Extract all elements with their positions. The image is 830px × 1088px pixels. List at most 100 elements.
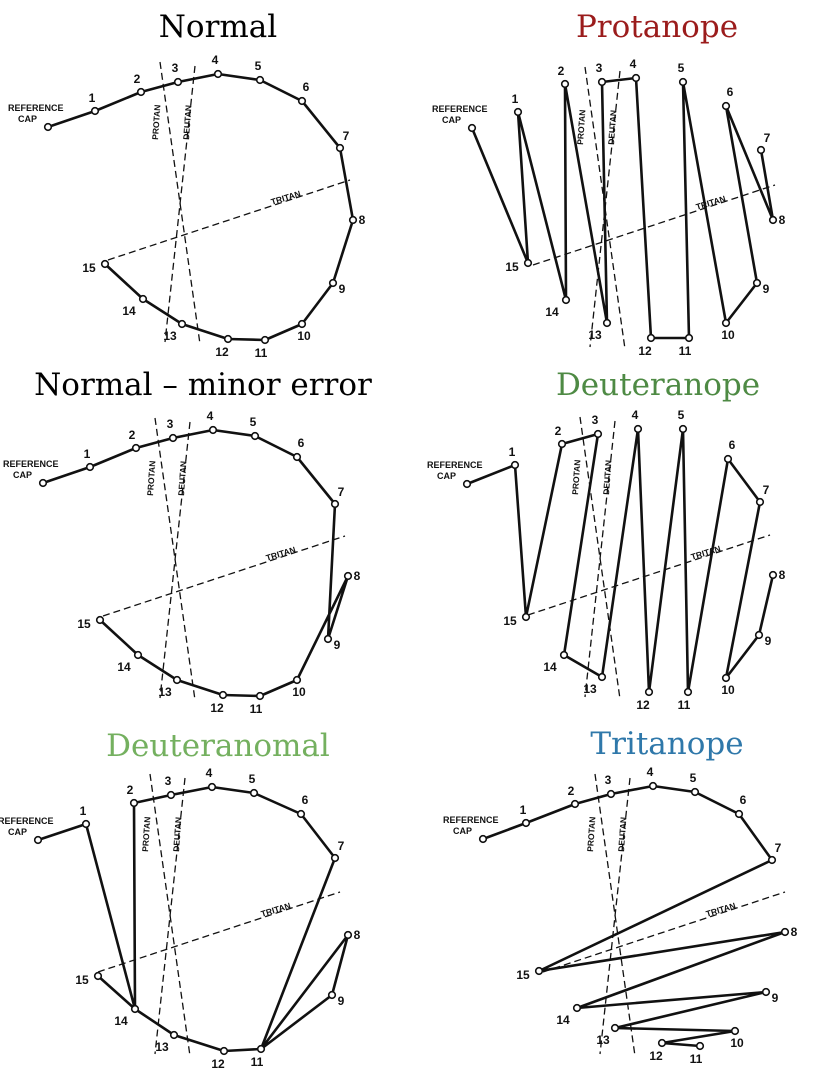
cap-4-dot [207,782,217,792]
cap-5-dot [250,431,260,441]
cap-1-dot [90,106,100,116]
cap-10-dot [721,673,731,683]
deutan-axis-line [154,777,186,1055]
arrangement-polyline [470,76,775,340]
reference-cap-label-line2: CAP [453,826,472,836]
cap-9-label: 9 [772,991,779,1005]
cap-4-label: 4 [647,765,654,779]
cap-15-dot [523,258,533,268]
cap-10-dot [297,319,307,329]
protan-axis-line [594,773,636,1057]
arrangement-path [481,784,787,1048]
cap-1-label: 1 [512,92,519,106]
cap-2-dot [560,79,570,89]
deutan-axis-line [599,777,631,1055]
cap-5-dot [678,424,688,434]
cap-6-label: 6 [302,793,309,807]
cap-1-label: 1 [89,91,96,105]
cap-8-label: 8 [779,568,786,582]
cap-6-label: 6 [727,85,734,99]
tritan-axis-label: TRITAN [265,544,297,562]
cap-11-dot [260,335,270,345]
cap-11-dot [683,687,693,697]
cap-8-label: 8 [354,569,361,583]
cap-12-dot [646,333,656,343]
cap-2-label: 2 [555,424,562,438]
cap-ref-dot [38,478,48,488]
cap-8-label: 8 [779,213,786,227]
tritan-axis-line [542,891,786,973]
cap-ref-dot [478,834,488,844]
cap-10-label: 10 [721,683,735,697]
cap-7-dot [330,853,340,863]
cap-5-dot [678,77,688,87]
cap-3-label: 3 [167,417,174,431]
cap-3-dot [166,790,176,800]
cap-8-label: 8 [354,928,361,942]
cap-13-dot [172,675,182,685]
cap-2-label: 2 [558,64,565,78]
cap-ref-dot [33,835,43,845]
cap-ref-dot [43,122,53,132]
panel-title: Tritanope [590,726,743,762]
cap-15-dot [534,966,544,976]
cap-4-dot [633,424,643,434]
cap-11-label: 11 [690,1052,703,1066]
cap-9-label: 9 [763,282,770,296]
reference-cap-label: REFERENCE [443,815,499,825]
cap-3-label: 3 [596,61,603,75]
cap-7-label: 7 [775,841,782,855]
cap-4-dot [208,425,218,435]
tritan-axis-line [97,891,341,973]
deutan-axis-line [159,421,191,699]
cap-7-label: 7 [763,483,770,497]
tritan-axis-label: TRITAN [705,900,737,918]
panel-title: Protanope [576,9,738,45]
cap-3-label: 3 [592,413,599,427]
cap-4-label: 4 [630,57,637,71]
cap-8-dot [780,927,790,937]
cap-6-dot [296,809,306,819]
protan-axis-label: PROTAN [570,459,582,495]
cap-14-label: 14 [545,305,559,319]
cap-5-label: 5 [249,772,256,786]
reference-cap-label: REFERENCE [0,816,54,826]
cap-5-dot [690,787,700,797]
tritan-axis-label: TRITAN [270,188,302,206]
cap-13-dot [177,319,187,329]
cap-3-label: 3 [165,774,172,788]
reference-cap-label-line2: CAP [18,114,37,124]
cap-7-dot [330,499,340,509]
cap-1-label: 1 [80,804,87,818]
cap-7-dot [755,497,765,507]
cap-15-label: 15 [505,260,519,274]
cap-15-label: 15 [82,261,96,275]
cap-11-dot [255,691,265,701]
cap-13-label: 13 [158,685,172,699]
reference-cap-label-line2: CAP [8,827,27,837]
cap-9-dot [323,634,333,644]
deutan-axis-line [584,420,616,698]
deutan-axis-label: DEUTAN [601,460,613,495]
cap-10-dot [292,675,302,685]
cap-4-dot [648,781,658,791]
cap-14-dot [572,1003,582,1013]
cap-3-label: 3 [172,61,179,75]
tritan-axis-line [527,534,771,616]
panel-title: Deuteranope [556,367,760,403]
cap-6-dot [297,96,307,106]
protan-axis-line [159,61,201,345]
cap-13-label: 13 [596,1033,610,1047]
arrangement-path [465,427,775,694]
cap-13-dot [602,318,612,328]
cap-13-dot [610,1023,620,1033]
reference-cap-label: REFERENCE [432,104,488,114]
protan-axis-line [149,773,191,1057]
cap-14-dot [133,650,143,660]
cap-4-dot [213,69,223,79]
deutan-axis-label: DEUTAN [176,461,188,496]
cap-5-label: 5 [678,408,685,422]
